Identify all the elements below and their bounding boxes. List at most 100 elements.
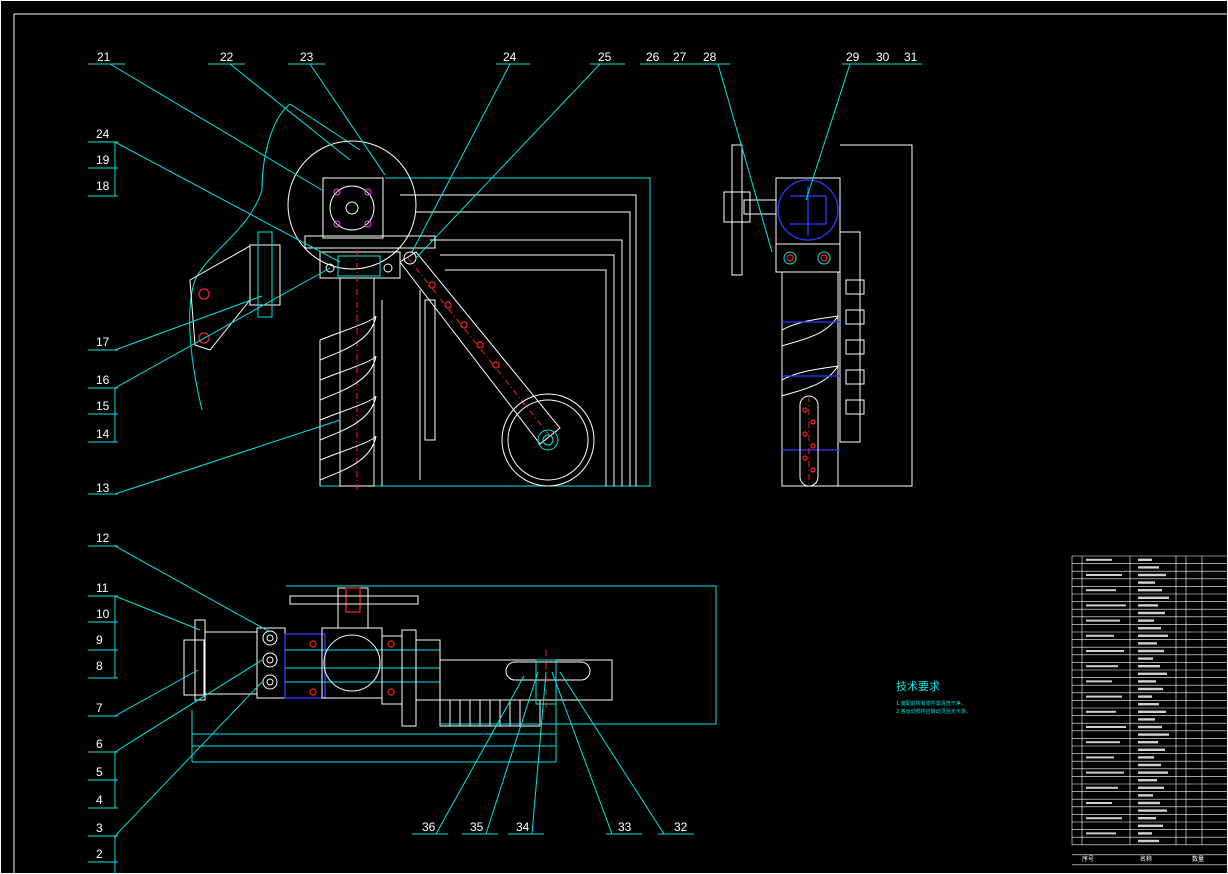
bom-header-left: 序号 bbox=[1082, 855, 1094, 863]
bom-row-code-mark bbox=[1086, 817, 1122, 820]
callout-16: 16 bbox=[96, 373, 110, 387]
callout-12: 12 bbox=[96, 531, 110, 545]
front-view bbox=[189, 103, 651, 490]
leader-lines bbox=[88, 63, 922, 874]
bom-row-text-mark bbox=[1138, 634, 1168, 637]
bom-row-text-mark bbox=[1138, 680, 1156, 683]
bom-row-text-mark bbox=[1138, 657, 1153, 660]
bom-row-text-mark bbox=[1138, 687, 1163, 691]
callout-34: 34 bbox=[516, 820, 530, 834]
bom-row-text-mark bbox=[1138, 672, 1167, 675]
callout-35: 35 bbox=[470, 820, 484, 834]
bom-row-text-mark bbox=[1138, 710, 1166, 713]
bom-row-code-mark bbox=[1086, 558, 1112, 561]
bom-row-text-mark bbox=[1138, 763, 1161, 767]
bom-row-text-mark bbox=[1138, 573, 1166, 577]
bom-row-code-mark bbox=[1086, 665, 1118, 668]
bom-row-code-mark bbox=[1086, 695, 1122, 698]
callout-numbers-left: 24 19 18 17 16 15 14 13 12 11 10 9 8 7 6… bbox=[96, 127, 110, 861]
bom-row-text-mark bbox=[1138, 695, 1152, 698]
callout-11: 11 bbox=[96, 581, 109, 595]
bom-row-code-mark bbox=[1086, 710, 1116, 713]
bom-row-text-mark bbox=[1138, 581, 1155, 584]
bom-row-text-mark bbox=[1138, 703, 1159, 706]
bom-row-text-mark bbox=[1138, 566, 1159, 569]
callout-24-left: 24 bbox=[96, 127, 110, 141]
bom-row-text-mark bbox=[1138, 756, 1154, 759]
bom-row-code-mark bbox=[1086, 619, 1120, 622]
bom-row-code-mark bbox=[1086, 634, 1114, 637]
callout-33: 33 bbox=[618, 820, 632, 834]
bom-row-code-mark bbox=[1086, 680, 1112, 683]
top-view bbox=[183, 585, 717, 763]
bom-row-text-mark bbox=[1138, 748, 1165, 751]
bom-row-code-mark bbox=[1086, 786, 1118, 789]
callout-14: 14 bbox=[96, 427, 110, 441]
bom-row-code-mark bbox=[1086, 741, 1120, 744]
bom-row-text-mark bbox=[1138, 786, 1164, 789]
callout-6: 6 bbox=[96, 737, 103, 751]
bom-row-text-mark bbox=[1138, 611, 1165, 615]
callout-numbers-top: 21 22 23 24 25 26 27 28 29 30 31 bbox=[97, 50, 918, 64]
bom-row-text-mark bbox=[1138, 733, 1169, 736]
bom-row-text-mark bbox=[1138, 839, 1159, 843]
bom-row-text-mark bbox=[1138, 779, 1157, 782]
bom-row-text-mark bbox=[1138, 627, 1161, 630]
callout-9: 9 bbox=[96, 633, 103, 647]
bom-row-code-mark bbox=[1086, 756, 1114, 759]
callout-32: 32 bbox=[674, 820, 688, 834]
bom-row-code-mark bbox=[1086, 574, 1122, 576]
callout-4: 4 bbox=[96, 793, 103, 807]
bom-row-text-mark bbox=[1138, 642, 1157, 645]
callout-numbers-bottom: 36 35 34 33 32 bbox=[422, 820, 688, 834]
bom-row-text-mark bbox=[1138, 817, 1156, 820]
bom-row-text-mark bbox=[1138, 801, 1160, 805]
tech-req-title: 技术要求 bbox=[896, 680, 940, 693]
callout-3: 3 bbox=[96, 821, 103, 835]
bom-row-text-mark bbox=[1138, 725, 1162, 729]
callout-2: 2 bbox=[96, 847, 103, 861]
callout-18: 18 bbox=[96, 179, 110, 193]
callout-31: 31 bbox=[904, 50, 918, 64]
bom-header-right: 数量 bbox=[1192, 855, 1204, 863]
bom-row-text-mark bbox=[1138, 718, 1155, 721]
callout-30: 30 bbox=[876, 50, 890, 64]
bom-row-text-mark bbox=[1138, 619, 1154, 622]
bom-row-text-mark bbox=[1138, 589, 1162, 592]
callout-13: 13 bbox=[96, 481, 110, 495]
side-view bbox=[723, 144, 913, 487]
callout-8: 8 bbox=[96, 659, 103, 673]
bom-row-text-mark bbox=[1138, 771, 1168, 774]
callout-26: 26 bbox=[646, 50, 660, 64]
callout-7: 7 bbox=[96, 701, 103, 715]
bom-row-text-mark bbox=[1138, 649, 1164, 653]
callout-23: 23 bbox=[300, 50, 314, 64]
technical-requirements: 技术要求 1.装配前所有零件需清洗干净。 2.各运动部件应转动灵活无卡滞。 bbox=[896, 680, 971, 715]
bom-row-code-mark bbox=[1086, 604, 1126, 607]
tech-req-line-1: 1.装配前所有零件需清洗干净。 bbox=[896, 700, 966, 707]
bom-row-text-mark bbox=[1138, 604, 1158, 607]
callout-27: 27 bbox=[673, 50, 687, 64]
bom-row-code-mark bbox=[1086, 771, 1124, 774]
bom-row-code-mark bbox=[1086, 589, 1116, 592]
bom-row-text-mark bbox=[1138, 665, 1160, 668]
callout-28: 28 bbox=[703, 50, 717, 64]
callout-15: 15 bbox=[96, 399, 110, 413]
bom-row-text-mark bbox=[1138, 824, 1163, 827]
callout-29: 29 bbox=[846, 50, 860, 64]
callout-10: 10 bbox=[96, 607, 110, 621]
callout-17: 17 bbox=[96, 335, 110, 349]
tech-req-line-2: 2.各运动部件应转动灵活无卡滞。 bbox=[896, 708, 971, 715]
callout-19: 19 bbox=[96, 153, 110, 167]
callout-5: 5 bbox=[96, 765, 103, 779]
bom-header-mid: 名称 bbox=[1140, 855, 1152, 863]
bom-row-text-mark bbox=[1138, 558, 1152, 561]
bom-row-code-mark bbox=[1086, 802, 1112, 804]
bom-row-text-mark bbox=[1138, 832, 1152, 835]
bill-of-materials: 序号 名称 数量 bbox=[1071, 555, 1228, 866]
callout-22: 22 bbox=[220, 50, 234, 64]
callout-25: 25 bbox=[598, 50, 612, 64]
callout-36: 36 bbox=[422, 820, 436, 834]
bom-row-code-mark bbox=[1086, 726, 1126, 728]
